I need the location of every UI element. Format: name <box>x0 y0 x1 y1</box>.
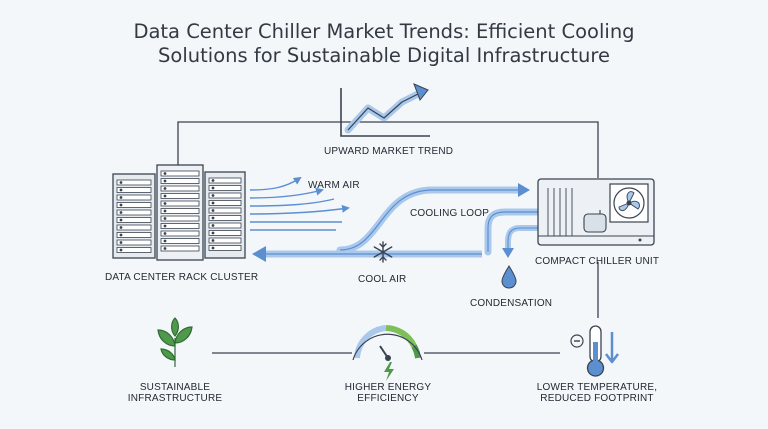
rack-led <box>163 239 167 243</box>
efficiency-label: HIGHER ENERGY EFFICIENCY <box>328 382 448 404</box>
cool-air-arrow <box>252 246 482 262</box>
rack-drive-bay <box>116 239 152 246</box>
cool-air-label: COOL AIR <box>358 274 407 285</box>
cooling-loop-label: COOLING LOOP <box>410 208 490 219</box>
rack-drive-bay <box>116 247 152 253</box>
rack-led <box>211 224 215 227</box>
rack-led <box>211 201 215 205</box>
upward-trend-label: UPWARD MARKET TREND <box>324 146 454 157</box>
rack-led <box>163 194 167 198</box>
rack-drive-bay <box>208 215 242 221</box>
rack-led <box>163 247 167 250</box>
footprint-label: LOWER TEMPERATURE, REDUCED FOOTPRINT <box>522 382 672 404</box>
rack-led <box>119 226 123 229</box>
sustainable-line-1: SUSTAINABLE <box>139 382 211 393</box>
rack-led <box>163 209 167 213</box>
rack-drive-bay <box>116 187 152 193</box>
rack-drive-bay <box>208 185 242 191</box>
rack-drive-bay <box>208 177 242 184</box>
rack-drive-bay <box>208 207 242 214</box>
gauge-icon <box>352 325 423 381</box>
rack-drive-bay <box>160 170 200 177</box>
rack-drive-bay <box>160 238 200 244</box>
trend-chart-icon <box>340 83 430 137</box>
warm-air-arrows <box>249 176 350 231</box>
title-line-2: Solutions for Sustainable Digital Infras… <box>158 44 610 67</box>
rack-led <box>119 196 123 199</box>
rack-led <box>119 241 123 244</box>
rack-led <box>163 179 167 183</box>
rack-drive-bay <box>160 185 200 192</box>
warm-air-label: WARM AIR <box>308 180 360 191</box>
rack-drive-bay <box>116 232 152 238</box>
rack-drive-bay <box>160 178 200 184</box>
efficiency-line-2: EFFICIENCY <box>357 393 419 404</box>
rack-led <box>211 239 215 242</box>
rack-led <box>211 246 215 250</box>
rack-drive-bay <box>160 200 200 207</box>
footprint-line-1: LOWER TEMPERATURE, <box>536 382 658 393</box>
rack-drive-bay <box>116 202 152 208</box>
server-rack-icon <box>112 164 246 261</box>
rack-led <box>163 217 167 220</box>
rack-led <box>163 224 167 228</box>
rack-drive-bay <box>208 245 242 251</box>
chiller-unit-label: COMPACT CHILLER UNIT <box>535 256 660 267</box>
rack-led <box>211 216 215 220</box>
page-title: Data Center Chiller Market Trends: Effic… <box>0 20 768 68</box>
rack-drive-bay <box>160 215 200 222</box>
rack-led <box>119 203 123 207</box>
efficiency-line-1: HIGHER ENERGY <box>344 382 432 393</box>
rack-led <box>163 202 167 205</box>
rack-drive-bay <box>116 217 152 223</box>
rack-drive-bay <box>116 209 152 216</box>
rack-drive-bay <box>116 179 152 186</box>
rack-led <box>119 211 123 214</box>
rack-drive-bay <box>208 230 242 236</box>
rack-drive-bay <box>208 192 242 199</box>
rack-drive-bay <box>116 224 152 231</box>
leaf-plant-icon <box>157 317 193 367</box>
rack-led <box>119 218 123 222</box>
rack-led <box>119 248 123 252</box>
cooling-loop-pipe <box>336 183 544 258</box>
rack-led <box>211 231 215 235</box>
title-line-1: Data Center Chiller Market Trends: Effic… <box>133 20 635 43</box>
rack-led <box>163 172 167 175</box>
rack-drive-bay <box>116 194 152 201</box>
rack-led <box>163 232 167 235</box>
rack-led <box>211 179 215 182</box>
thermometer-icon <box>570 325 619 377</box>
condensation-label: CONDENSATION <box>470 298 553 309</box>
rack-led <box>211 209 215 212</box>
rack-drive-bay <box>160 230 200 237</box>
chiller-icon <box>537 178 655 246</box>
rack-drive-bay <box>208 222 242 229</box>
rack-drive-bay <box>160 245 200 252</box>
rack-drive-bay <box>208 237 242 244</box>
droplet-icon <box>501 265 517 289</box>
rack-led <box>163 187 167 190</box>
connector-top <box>177 121 599 178</box>
rack-drive-bay <box>160 208 200 214</box>
sustainable-label: SUSTAINABLE INFRASTRUCTURE <box>115 382 235 404</box>
footprint-line-2: REDUCED FOOTPRINT <box>540 393 654 404</box>
rack-drive-bay <box>160 193 200 199</box>
sustainable-line-2: INFRASTRUCTURE <box>127 393 223 404</box>
rack-led <box>119 233 123 237</box>
rack-led <box>119 188 123 192</box>
rack-drive-bay <box>208 200 242 206</box>
rack-drive-bay <box>160 223 200 229</box>
rack-led <box>119 181 123 184</box>
rack-led <box>211 194 215 197</box>
rack-cluster-label: DATA CENTER RACK CLUSTER <box>105 272 259 283</box>
rack-led <box>211 186 215 190</box>
snowflake-icon <box>373 241 393 263</box>
